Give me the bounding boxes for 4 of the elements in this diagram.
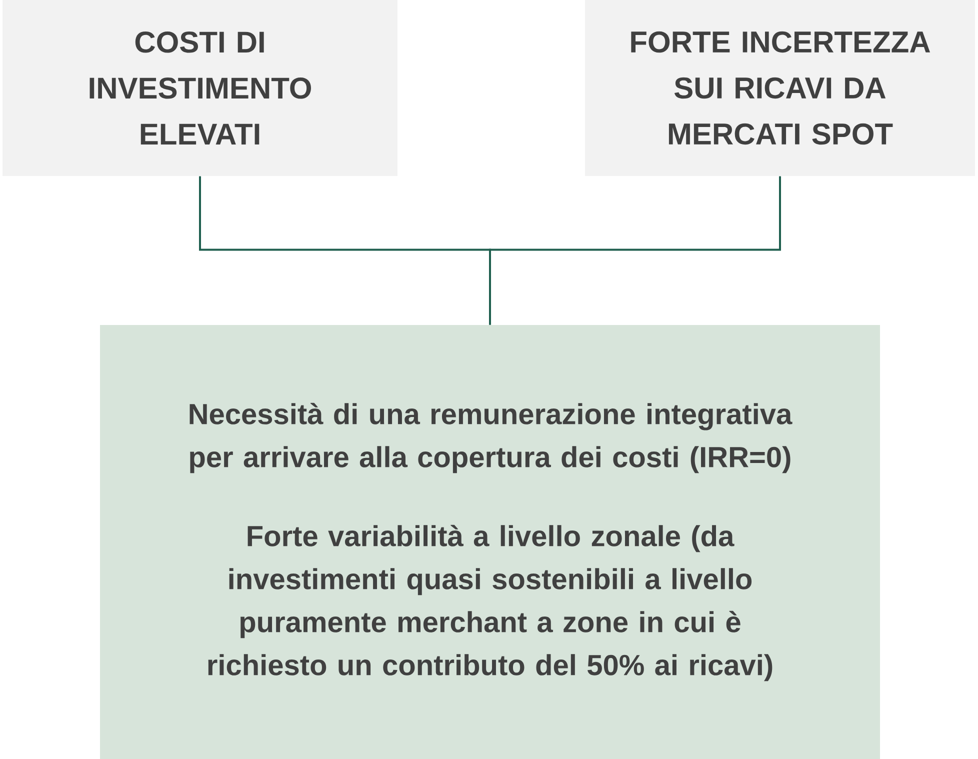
text-box: Necessità di una remunerazione integrativa per arrivare alla copertura dei costi (IRR=0) Forte variabilità a livello zonale (da investimenti quasi sostenibili a livello puramente merchant a zone in cui è richiesto un contributo del 50% ai ricavi) <box>100 325 880 759</box>
text-box: COSTI DI INVESTIMENTO ELEVATI <box>2 0 398 176</box>
connector-line <box>489 176 781 325</box>
text-box: FORTE INCERTEZZA SUI RICAVI DA MERCATI SPOT <box>585 0 975 176</box>
